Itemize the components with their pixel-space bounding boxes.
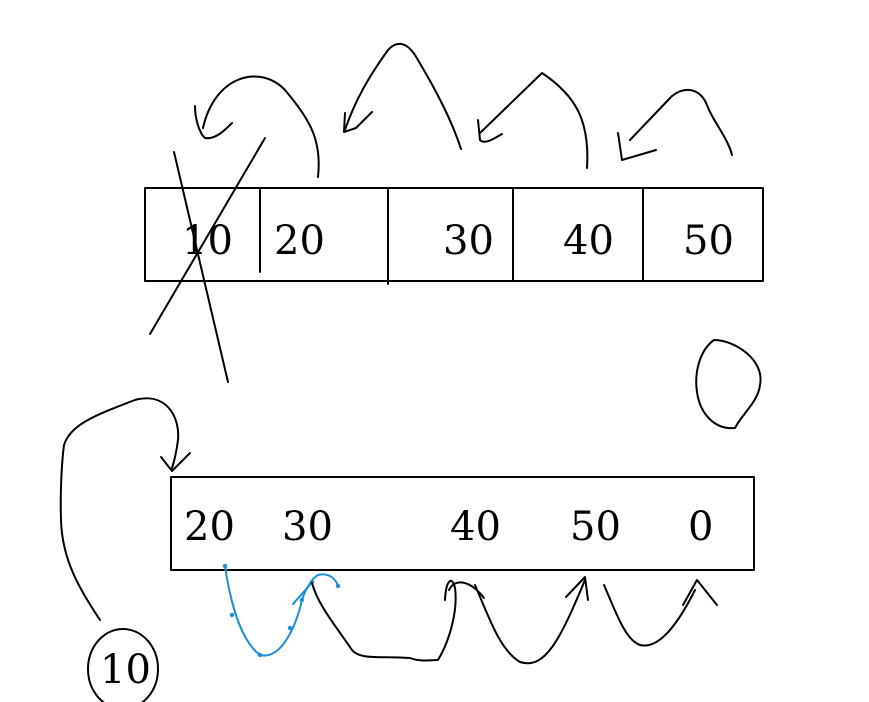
handwritten-zero: [695, 339, 762, 430]
cross-stroke-1: [173, 151, 229, 383]
bottom-arrow-30-40: [311, 579, 457, 662]
bottom-cell-3: 40: [450, 504, 501, 550]
bottom-cell-1: 20: [184, 504, 235, 550]
cross-stroke-2: [149, 137, 266, 335]
shift-arrow-20-head: [194, 105, 233, 140]
reinsert-arrow-head: [160, 452, 191, 472]
top-cell-1: 10: [182, 218, 233, 264]
removed-element-label: 10: [100, 647, 151, 693]
bottom-arrow-40-50: [474, 579, 586, 665]
blue-selected-stroke: [222, 563, 341, 658]
reinsert-arrow: [59, 397, 191, 621]
shift-arrow-30: [344, 42, 462, 150]
top-cell-4: 40: [563, 218, 614, 264]
top-cell-3: 30: [443, 218, 494, 264]
shift-arrow-50: [629, 88, 733, 156]
reinsert-arrow-curve: [59, 397, 180, 621]
bottom-arrow-40-50-head: [565, 576, 589, 601]
shift-arrow-40-head: [477, 119, 503, 143]
blue-handle: [335, 583, 341, 589]
bottom-arrow-50-0: [603, 584, 696, 647]
blue-curve-tail: [292, 581, 313, 605]
blue-handle: [299, 597, 305, 603]
bottom-cell-4: 50: [570, 504, 621, 550]
shift-arrow-30-head: [343, 111, 373, 133]
bottom-arrow-30-40-head: [448, 581, 485, 599]
bottom-array: 20 30 40 50 0: [170, 476, 755, 571]
top-shift-arrows: [194, 42, 733, 178]
bottom-shift-arrows: [311, 576, 718, 665]
shift-arrow-40: [479, 72, 589, 169]
shift-arrow-50-head: [617, 132, 657, 161]
top-cell-2: 20: [274, 218, 325, 264]
top-cell-5: 50: [683, 218, 734, 264]
delete-cross: [149, 137, 266, 383]
top-array: 10 20 30 40 50: [144, 187, 764, 285]
top-array-box: [144, 187, 764, 282]
removed-element-circle: [87, 628, 159, 702]
bottom-cell-2: 30: [282, 504, 333, 550]
shift-arrow-20: [202, 75, 320, 178]
bottom-cell-5: 0: [688, 504, 713, 550]
blue-handle: [257, 652, 263, 658]
blue-handle: [229, 612, 235, 618]
removed-element: 10: [87, 628, 159, 702]
bottom-array-box: [170, 476, 755, 571]
blue-handle: [222, 563, 228, 569]
blue-curve: [224, 565, 339, 657]
bottom-arrow-50-0-head: [682, 579, 718, 606]
blue-handle: [287, 625, 293, 631]
